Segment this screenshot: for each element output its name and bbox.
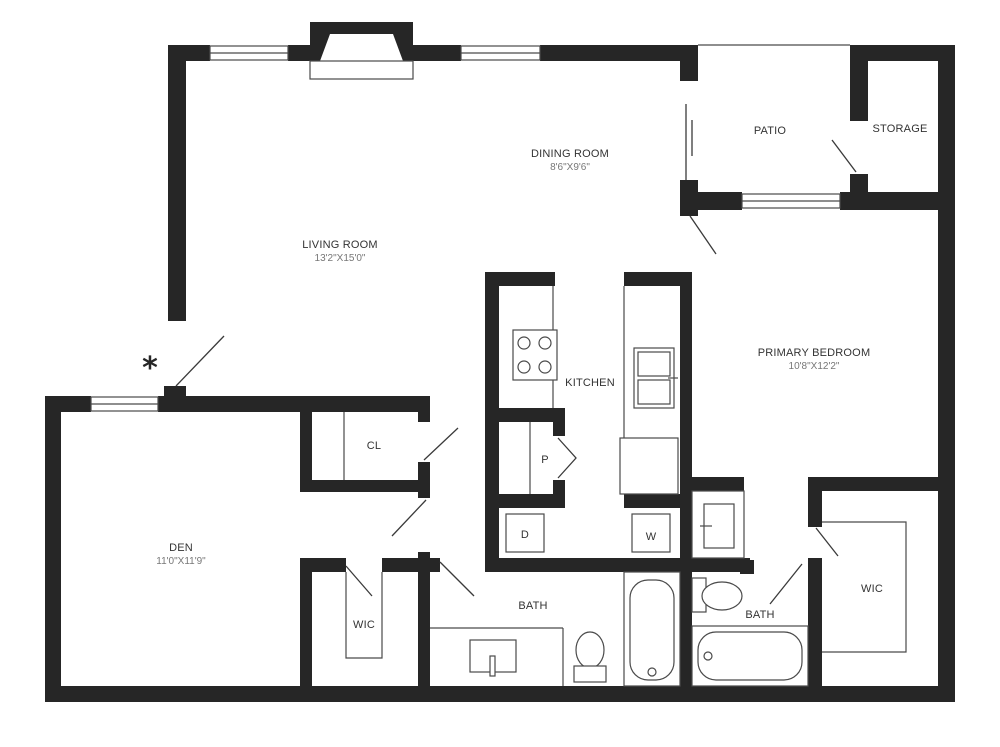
label-washer: W xyxy=(646,531,657,543)
label-primary-bedroom: PRIMARY BEDROOM xyxy=(758,347,871,359)
washer-icon xyxy=(631,513,671,553)
label-patio: PATIO xyxy=(754,125,787,137)
label-wic-primary: WIC xyxy=(861,583,883,595)
label-storage: STORAGE xyxy=(873,123,928,135)
label-dining-room: DINING ROOM xyxy=(531,148,609,160)
label-wic-den: WIC xyxy=(353,619,375,631)
windows xyxy=(90,44,850,412)
bath2-sink-icon xyxy=(691,490,745,559)
walls xyxy=(45,22,955,702)
label-living-room: LIVING ROOM xyxy=(302,239,378,251)
toilet-icon xyxy=(573,631,607,683)
kitchen-sink-icon xyxy=(633,347,678,409)
fixtures xyxy=(343,286,907,687)
dryer-icon xyxy=(505,513,545,553)
doors xyxy=(175,104,857,605)
label-den: DEN xyxy=(169,542,193,554)
label-bath-main: BATH xyxy=(518,600,547,612)
dim-den: 11'0"X11'9" xyxy=(156,556,206,567)
label-kitchen: KITCHEN xyxy=(565,377,615,389)
dishwasher-icon xyxy=(619,437,679,495)
stove-icon xyxy=(512,329,558,381)
label-dryer: D xyxy=(521,529,529,541)
dim-primary-bedroom: 10'8"X12'2" xyxy=(789,361,840,372)
dim-dining-room: 8'6"X9'6" xyxy=(550,162,590,173)
room-labels: LIVING ROOM 13'2"X15'0" DINING ROOM 8'6"… xyxy=(142,123,927,631)
label-pantry: P xyxy=(541,454,549,466)
bath2-toilet-icon xyxy=(691,577,743,613)
dim-living-room: 13'2"X15'0" xyxy=(315,253,366,264)
label-closet: CL xyxy=(367,440,381,452)
label-bath-primary: BATH xyxy=(745,609,774,621)
entry-marker: * xyxy=(142,351,158,386)
bathtub-icon xyxy=(623,571,681,687)
bath-sink-icon xyxy=(469,639,517,677)
bath2-bathtub-icon xyxy=(691,625,809,687)
